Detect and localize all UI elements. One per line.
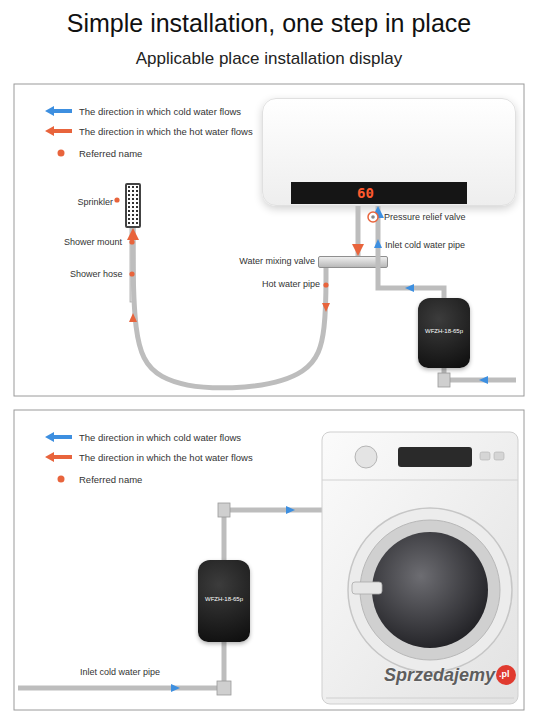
legend-swatch xyxy=(45,105,73,117)
legend-arrow xyxy=(45,452,72,462)
pipe-elbow xyxy=(217,681,231,695)
legend-swatch xyxy=(45,125,73,137)
legend-text: Referred name xyxy=(79,474,142,485)
washing-machine-knob xyxy=(355,446,377,468)
name-dot xyxy=(129,271,134,276)
model-label: WFZH-18-65p xyxy=(198,596,250,603)
washing-machine-button xyxy=(494,452,504,460)
flow-arrow xyxy=(322,303,330,312)
flow-arrow xyxy=(286,506,295,514)
part-label: Inlet cold water pipe xyxy=(80,667,160,678)
name-dot xyxy=(323,282,328,287)
water-pipe xyxy=(133,228,326,388)
model-label: WFZH-18-65p xyxy=(418,328,470,335)
panel-frame xyxy=(14,410,524,710)
water-pipe xyxy=(224,510,322,560)
washing-machine-button xyxy=(480,452,490,460)
washing-machine-body xyxy=(322,432,518,704)
subtitle: Applicable place installation display xyxy=(0,49,538,69)
legend-swatch xyxy=(45,451,73,463)
pipe-elbow xyxy=(218,503,230,517)
legend-swatch xyxy=(45,473,73,485)
legend-arrow xyxy=(45,432,72,442)
flow-arrow xyxy=(374,239,382,248)
pressure-relief-valve xyxy=(368,212,378,222)
legend-text: Referred name xyxy=(79,148,142,159)
part-label: Sprinkler xyxy=(77,197,113,208)
watermark-badge xyxy=(496,665,516,685)
part-label: Shower mount xyxy=(64,237,122,248)
washing-machine-panel-line xyxy=(322,480,518,481)
flow-arrow xyxy=(171,684,180,692)
flow-arrow xyxy=(129,313,137,322)
watermark: Sprzedajemy xyxy=(384,665,495,687)
flow-arrow xyxy=(405,284,414,292)
part-label: Inlet cold water pipe xyxy=(385,240,465,251)
legend-item: Referred name xyxy=(45,473,142,485)
water-pipe xyxy=(356,206,361,256)
legend-item: Referred name xyxy=(45,147,142,159)
page-title: Simple installation, one step in place xyxy=(0,9,538,38)
washing-machine-door xyxy=(348,508,512,672)
legend-item: The direction in which cold water flows xyxy=(45,105,241,117)
washing-machine-base xyxy=(326,698,514,699)
shower-mount-bar xyxy=(130,228,135,302)
washing-machine-glass xyxy=(372,532,488,648)
washing-machine-handle xyxy=(352,582,382,594)
legend-arrow xyxy=(45,126,72,136)
name-dot xyxy=(114,197,119,202)
legend-text: The direction in which the hot water flo… xyxy=(79,452,253,463)
booster-pump: WFZH-18-65p xyxy=(198,560,250,642)
legend-swatch xyxy=(45,431,73,443)
legend-text: The direction in which cold water flows xyxy=(79,106,241,117)
water-pipe xyxy=(18,642,224,688)
pipe-elbow xyxy=(438,373,450,387)
water-pipe xyxy=(378,206,444,298)
part-label: Pressure relief valve xyxy=(384,212,466,223)
flow-arrow xyxy=(479,376,488,384)
name-dot xyxy=(129,239,134,244)
part-label: Shower hose xyxy=(70,269,123,280)
watermark: .pl xyxy=(499,669,510,680)
water-heater: 60 xyxy=(262,98,516,206)
shower-head: Sprinkler xyxy=(125,183,141,228)
legend-item: The direction in which the hot water flo… xyxy=(45,125,253,137)
legend-text: The direction in which the hot water flo… xyxy=(79,126,253,137)
temperature-display: 60 xyxy=(357,185,374,201)
part-label: Hot water pipe xyxy=(262,279,320,290)
booster-pump: WFZH-18-65p xyxy=(418,298,470,368)
legend-dot xyxy=(58,476,65,483)
part-label: Water mixing valve xyxy=(239,256,315,267)
pressure-relief-valve-core xyxy=(371,215,375,219)
legend-text: The direction in which cold water flows xyxy=(79,432,241,443)
legend-item: The direction in which the hot water flo… xyxy=(45,451,253,463)
legend-swatch xyxy=(45,147,73,159)
mixing-valve: Water mixing valve xyxy=(318,256,388,268)
legend-item: The direction in which cold water flows xyxy=(45,431,241,443)
water-pipe xyxy=(444,368,516,380)
panel-frame xyxy=(14,84,524,396)
washing-machine-display xyxy=(398,447,472,467)
legend-arrow xyxy=(45,106,72,116)
legend-dot xyxy=(58,150,65,157)
washing-machine-door-ring xyxy=(360,520,500,660)
